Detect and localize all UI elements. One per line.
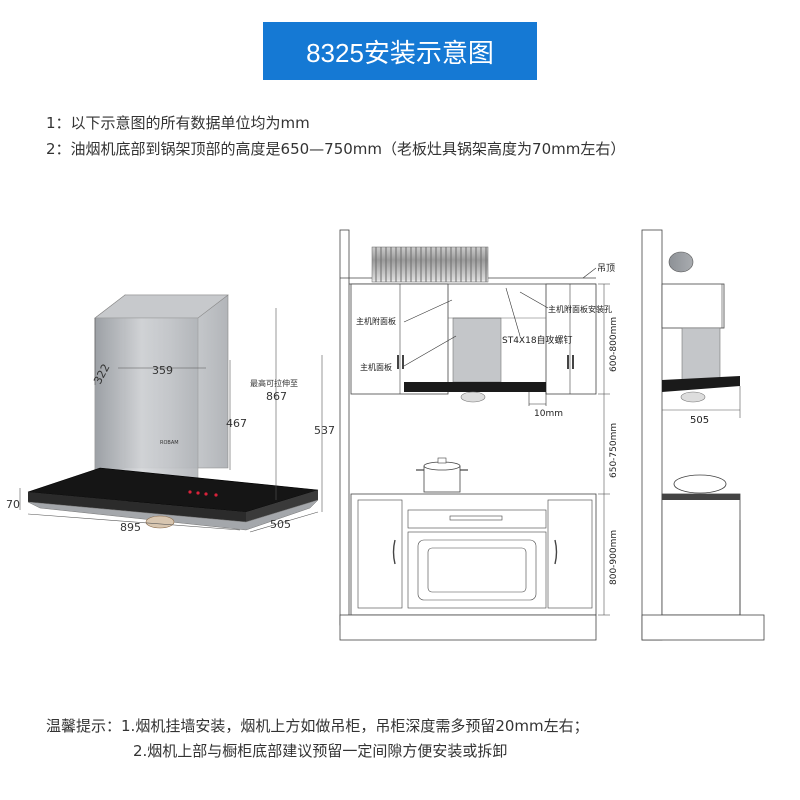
hood-front-glass bbox=[404, 382, 546, 392]
label-gap: 10mm bbox=[534, 409, 563, 419]
control-button-3 bbox=[204, 492, 208, 496]
tips-text-1: 1.烟机挂墙安装，烟机上方如做吊柜，吊柜深度需多预留20mm左右； bbox=[121, 717, 589, 735]
left-wall bbox=[339, 229, 350, 626]
side-wok bbox=[673, 474, 727, 494]
base-cabinet-door-left bbox=[357, 499, 403, 609]
hood-chimney-front-lower bbox=[94, 317, 199, 481]
note-2: 2：油烟机底部到锅架顶部的高度是650—750mm（老板灶具锅架高度为70mm左… bbox=[46, 140, 626, 158]
floor bbox=[339, 614, 597, 641]
control-button-4 bbox=[214, 493, 218, 497]
side-hood-chimney bbox=[681, 327, 721, 385]
side-duct bbox=[668, 251, 694, 273]
side-counter bbox=[661, 493, 741, 616]
page-title: 8325安装示意图 bbox=[306, 37, 494, 68]
side-hood-canopy bbox=[662, 376, 740, 392]
hood-light bbox=[145, 515, 175, 529]
dim-width-top: 359 bbox=[152, 364, 173, 377]
hood-front-light bbox=[460, 391, 486, 403]
tips-text-2: 2.烟机上部与橱柜底部建议预留一定间隙方便安装或拆卸 bbox=[133, 742, 508, 760]
hood-front-body bbox=[452, 317, 502, 383]
dim-chimney-height: 467 bbox=[226, 417, 247, 430]
side-installation-view: 505 bbox=[641, 229, 765, 641]
side-dim-depth: 505 bbox=[690, 415, 709, 426]
hood-brand-logo: ROBAM bbox=[160, 440, 179, 446]
front-installation-view: 吊顶 主机附面板安装孔 主机附面板 ST4X18自攻螺钉 主机面板 10mm 6… bbox=[339, 229, 619, 641]
side-hood-light bbox=[680, 391, 706, 403]
tips-line-2: 2.烟机上部与橱柜底部建议预留一定间隙方便安装或拆卸 bbox=[133, 740, 507, 761]
hood-glass-edge-right bbox=[246, 490, 318, 522]
control-button-1 bbox=[188, 490, 192, 494]
dim-hood-range: 650-750mm bbox=[609, 423, 619, 478]
side-floor bbox=[641, 614, 765, 641]
exhaust-duct bbox=[371, 246, 489, 283]
dim-panel-thickness: 70 bbox=[6, 498, 20, 511]
title-banner: 8325安装示意图 bbox=[263, 22, 537, 80]
cooking-pot bbox=[416, 457, 468, 493]
base-cabinet-door-right bbox=[547, 499, 593, 609]
dim-total-height: 537 bbox=[314, 424, 335, 437]
side-wall bbox=[641, 229, 663, 641]
label-panel-mount-hole: 主机附面板安装孔 bbox=[548, 304, 612, 314]
note-1: 1：以下示意图的所有数据单位均为mm bbox=[46, 114, 310, 132]
dim-extend-label: 最高可拉伸至 bbox=[250, 378, 298, 388]
dim-width: 895 bbox=[120, 521, 141, 534]
upper-cabinet-left bbox=[350, 283, 449, 395]
dim-counter-range: 800-900mm bbox=[609, 530, 619, 585]
tips-label: 温馨提示： bbox=[46, 717, 122, 735]
dim-upper-range: 600-800mm bbox=[609, 317, 619, 372]
tips-line-1: 温馨提示：1.烟机挂墙安装，烟机上方如做吊柜，吊柜深度需多预留20mm左右； bbox=[46, 715, 589, 736]
hood-under-tray bbox=[27, 499, 319, 531]
control-button-2 bbox=[196, 491, 200, 495]
dim-extend-value: 867 bbox=[266, 390, 287, 403]
upper-cabinet-right bbox=[545, 283, 597, 395]
label-main-panel: 主机面板 bbox=[360, 362, 392, 372]
dim-depth: 505 bbox=[270, 518, 291, 531]
label-screw: ST4X18自攻螺钉 bbox=[502, 334, 573, 346]
range-hood-3d: ROBAM 322 359 467 最高可拉伸至 867 537 70 bbox=[6, 294, 335, 534]
label-aux-panel: 主机附面板 bbox=[356, 316, 396, 326]
hood-glass-edge bbox=[28, 492, 246, 522]
label-ceiling: 吊顶 bbox=[597, 263, 615, 274]
side-upper-cabinet bbox=[661, 283, 725, 329]
